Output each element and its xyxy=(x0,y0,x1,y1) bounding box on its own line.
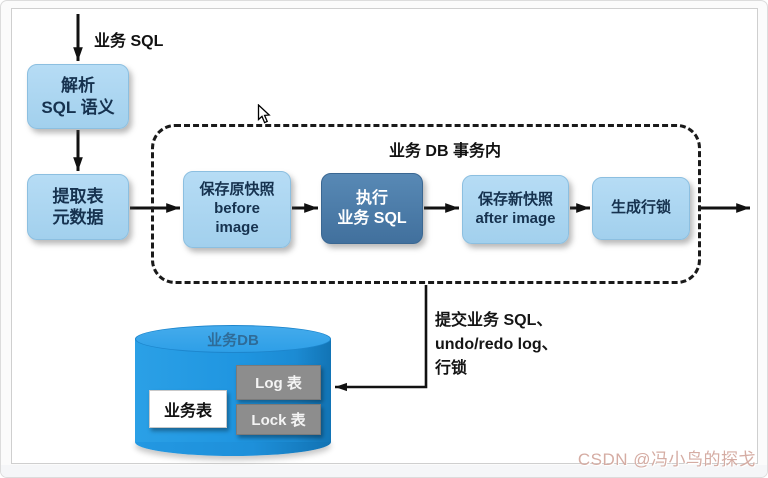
db-name-label: 业务DB xyxy=(207,332,259,349)
transaction-boundary xyxy=(151,124,701,284)
business-table-chip: 业务表 xyxy=(149,390,227,428)
execute-sql-line1: 执行 xyxy=(355,189,388,207)
commit-note: 提交业务 SQL、 undo/redo log、 行锁 xyxy=(435,309,558,381)
row-lock-box: 生成行锁 xyxy=(592,177,690,240)
extract-metadata-box: 提取表 元数据 xyxy=(27,174,129,240)
after-image-line1: 保存新快照 xyxy=(477,190,553,208)
mouse-cursor-icon xyxy=(257,104,271,124)
after-image-line2: after image xyxy=(475,209,556,227)
csdn-watermark: CSDN @冯小鸟的探戈 xyxy=(577,450,756,469)
commit-note-line1: 提交业务 SQL、 xyxy=(435,312,553,329)
before-image-line2: before xyxy=(214,200,260,218)
business-db-cylinder: 业务DB 业务表 Log 表 Lock 表 xyxy=(135,325,331,456)
before-image-line3: image xyxy=(215,218,259,236)
parse-sql-line2: SQL 语义 xyxy=(41,97,115,117)
execute-sql-line2: 业务 SQL xyxy=(337,209,407,227)
log-table-chip: Log 表 xyxy=(236,365,321,400)
lock-table-label: Lock 表 xyxy=(251,412,306,429)
before-image-line1: 保存原快照 xyxy=(199,181,275,199)
parse-sql-box: 解析 SQL 语义 xyxy=(27,64,129,129)
execute-sql-box: 执行 业务 SQL xyxy=(321,173,423,244)
cylinder-top xyxy=(135,325,331,353)
lock-table-chip: Lock 表 xyxy=(236,404,321,435)
commit-note-line2: undo/redo log、 xyxy=(435,336,558,353)
extract-metadata-line1: 提取表 xyxy=(52,186,104,206)
commit-note-line3: 行锁 xyxy=(435,360,468,377)
business-table-label: 业务表 xyxy=(163,403,212,420)
frame-bottom-strip xyxy=(1,465,767,477)
extract-metadata-line2: 元数据 xyxy=(52,208,104,227)
row-lock-label: 生成行锁 xyxy=(610,199,671,217)
before-image-box: 保存原快照 before image xyxy=(183,171,291,248)
input-sql-label: 业务 SQL xyxy=(94,33,164,50)
after-image-box: 保存新快照 after image xyxy=(462,175,569,244)
parse-sql-line1: 解析 xyxy=(61,76,95,96)
transaction-title: 业务 DB 事务内 xyxy=(388,143,501,160)
log-table-label: Log 表 xyxy=(255,375,302,392)
